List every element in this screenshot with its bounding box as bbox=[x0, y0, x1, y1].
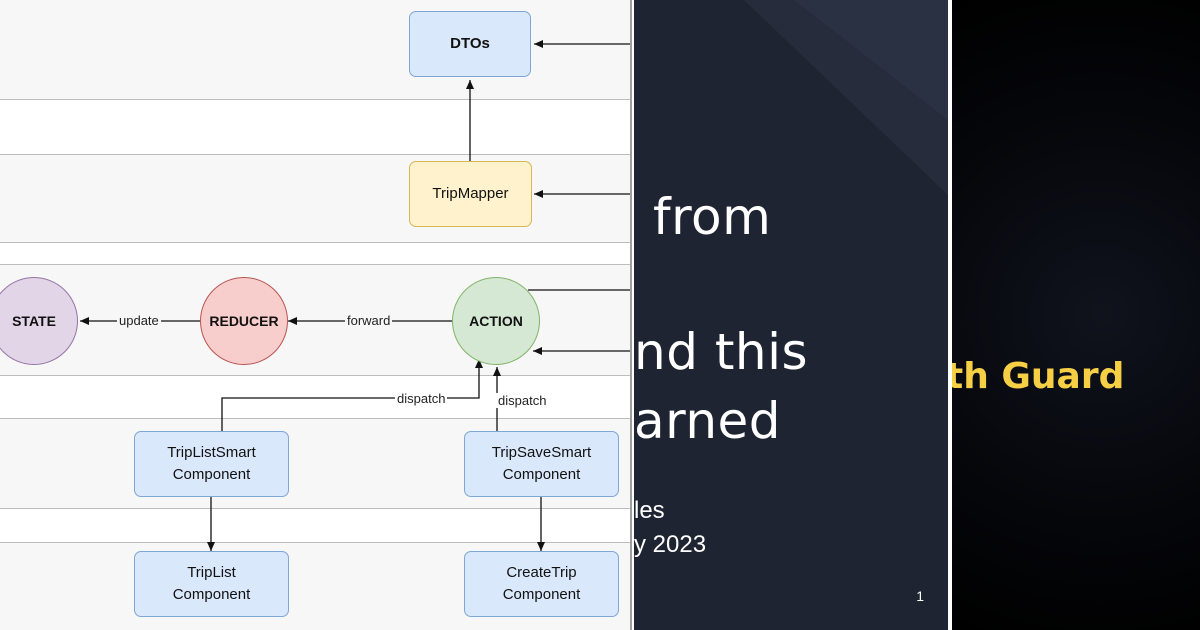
node-createtrip-line2: Component bbox=[502, 586, 581, 603]
node-tripsavesmart-label: TripSaveSmart Component bbox=[492, 442, 591, 486]
edge-label-update: update bbox=[117, 313, 161, 328]
node-tripsavesmart: TripSaveSmart Component bbox=[464, 431, 619, 497]
node-triplistsmart-line1: TripListSmart bbox=[167, 444, 256, 461]
slide-subtitle-line1: les bbox=[634, 497, 665, 524]
node-state: STATE bbox=[0, 277, 78, 365]
diagram-right-border bbox=[630, 0, 632, 630]
panel-divider bbox=[948, 0, 952, 630]
node-triplist-label: TripList Component bbox=[173, 562, 251, 606]
node-reducer-label: REDUCER bbox=[209, 313, 279, 329]
slide-title-line1: from bbox=[653, 188, 772, 246]
diagram-lane bbox=[0, 509, 630, 543]
node-triplistsmart: TripListSmart Component bbox=[134, 431, 289, 497]
node-tripmapper-label: TripMapper bbox=[432, 185, 509, 202]
node-createtrip: CreateTrip Component bbox=[464, 551, 619, 617]
node-triplist: TripList Component bbox=[134, 551, 289, 617]
edge-label-forward: forward bbox=[345, 313, 393, 328]
node-triplist-line1: TripList bbox=[187, 564, 236, 581]
arrow-triplistsmart-to-action bbox=[221, 359, 483, 431]
diagram-lane bbox=[0, 243, 630, 265]
edge-label-dispatch-right: dispatch bbox=[496, 393, 549, 408]
node-action: ACTION bbox=[452, 277, 540, 365]
node-reducer: REDUCER bbox=[200, 277, 288, 365]
node-triplistsmart-line2: Component bbox=[172, 466, 251, 483]
slide-background-facet bbox=[744, 0, 948, 195]
diagram-connectors bbox=[80, 40, 630, 551]
node-dtos: DTOs bbox=[409, 11, 531, 77]
node-tripsavesmart-line1: TripSaveSmart bbox=[491, 444, 592, 461]
slide-page-number: 1 bbox=[916, 588, 924, 604]
node-triplist-line2: Component bbox=[172, 586, 251, 603]
edge-label-dispatch-left: dispatch bbox=[395, 391, 448, 406]
node-action-label: ACTION bbox=[469, 313, 523, 329]
node-triplistsmart-label: TripListSmart Component bbox=[167, 442, 256, 486]
slide-title-line3: arned bbox=[634, 392, 782, 450]
diagram-lane bbox=[0, 100, 630, 155]
node-dtos-label: DTOs bbox=[450, 35, 490, 52]
architecture-diagram: DTOs TripMapper STATE REDUCER ACTION Tri… bbox=[0, 0, 634, 630]
node-createtrip-line1: CreateTrip bbox=[506, 564, 577, 581]
presentation-slide: from nd this arned les y 2023 1 bbox=[634, 0, 948, 630]
title-card-heading: th Guard bbox=[952, 356, 1125, 397]
node-state-label: STATE bbox=[12, 313, 56, 329]
title-card: th Guard bbox=[952, 0, 1200, 630]
node-tripsavesmart-line2: Component bbox=[502, 466, 581, 483]
node-tripmapper: TripMapper bbox=[409, 161, 532, 227]
slide-title-line2: nd this bbox=[634, 323, 809, 381]
slide-subtitle-line2: y 2023 bbox=[634, 531, 707, 558]
node-createtrip-label: CreateTrip Component bbox=[503, 562, 581, 606]
